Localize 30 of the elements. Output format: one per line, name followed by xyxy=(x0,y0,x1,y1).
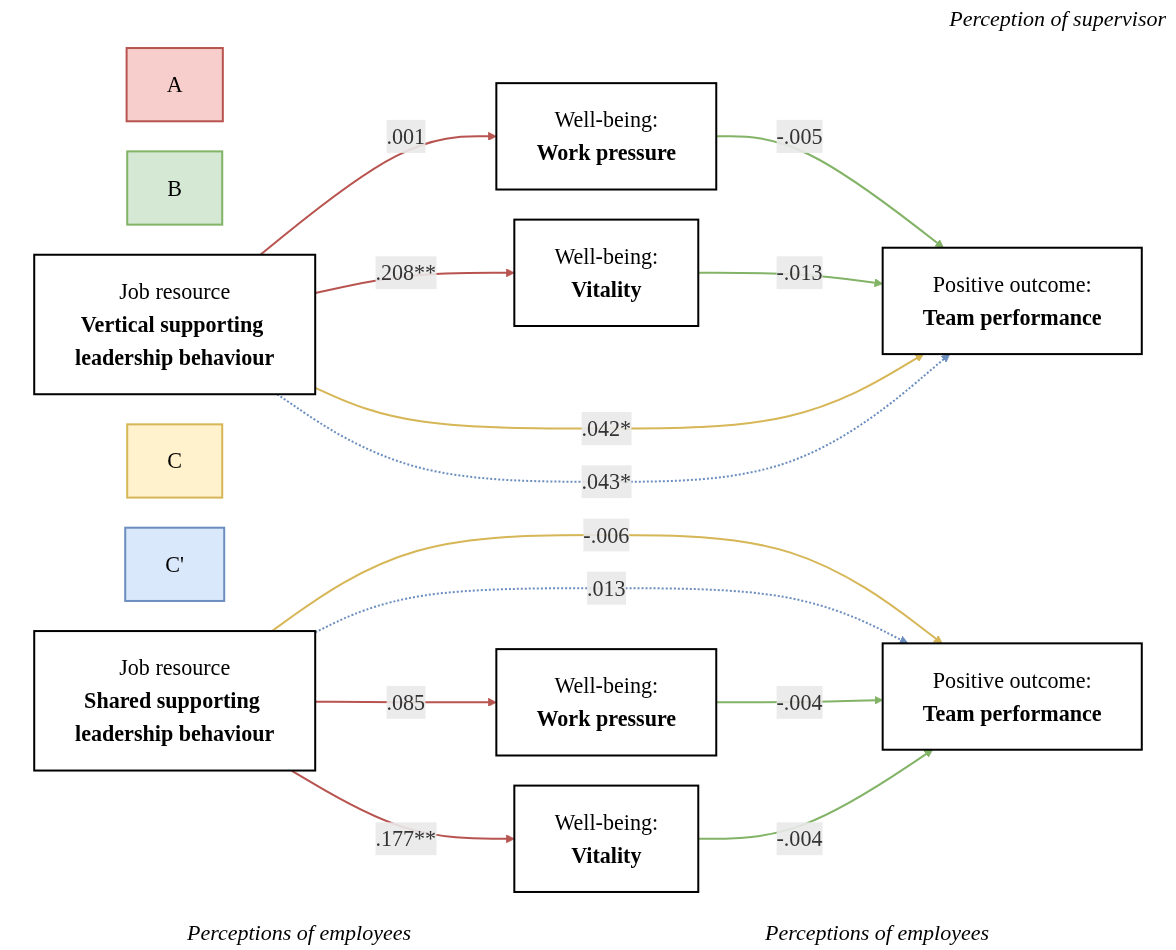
node-box: C xyxy=(126,423,224,499)
note-text: Perceptions of employees xyxy=(187,920,411,946)
edge-label: .042* xyxy=(581,416,632,442)
edge-label: .001 xyxy=(386,123,426,149)
arrow xyxy=(698,749,934,840)
node-box: Positive outcome: Team performance xyxy=(881,246,1143,356)
edge-label: -.004 xyxy=(776,826,823,852)
node-box: Well-being: Vitality xyxy=(513,218,700,327)
edge-label: .177** xyxy=(375,826,437,852)
edge-label: -.013 xyxy=(776,260,823,286)
edge-label: .013 xyxy=(586,575,626,601)
node-box: Job resource Vertical supporting leadership behaviour xyxy=(33,253,317,396)
node-box: Job resource Shared supporting leadership behaviour xyxy=(33,630,317,772)
node-box: Positive outcome: Team performance xyxy=(881,642,1143,751)
edge-label: .043* xyxy=(581,469,632,495)
edge-label: -.005 xyxy=(776,123,823,149)
node-box: Well-being: Work pressure xyxy=(495,648,718,757)
node-box: C' xyxy=(124,526,226,602)
note-text: Perception of supervisor xyxy=(949,6,1166,31)
node-box: Well-being: Vitality xyxy=(513,784,700,893)
node-box: A xyxy=(125,47,224,123)
edge-label: .085 xyxy=(386,689,426,715)
note-text: Perceptions of employees xyxy=(765,920,989,946)
arrow xyxy=(271,533,943,644)
arrow xyxy=(314,587,909,644)
edge-label: -.006 xyxy=(583,522,630,548)
edge-label: -.004 xyxy=(776,689,823,715)
edge-label: .208** xyxy=(375,260,437,286)
node-box: B xyxy=(126,150,224,226)
node-box: Well-being: Work pressure xyxy=(495,82,718,191)
